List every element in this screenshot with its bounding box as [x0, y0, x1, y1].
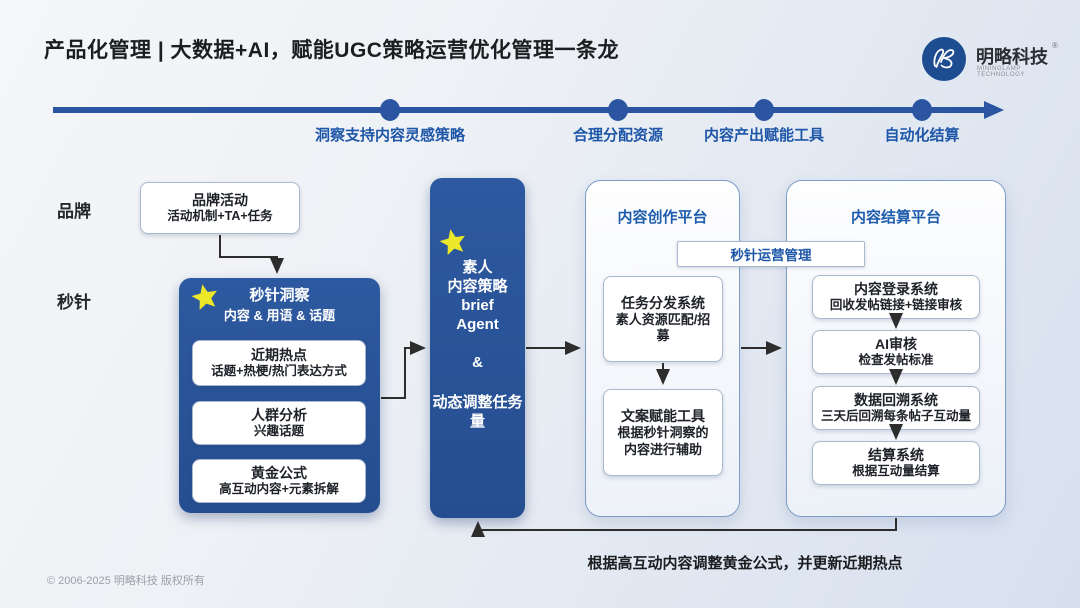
settlement-platform-title: 内容结算平台 — [850, 209, 941, 226]
insight-item-hotspots: 近期热点 话题+热梗/热门表达方式 — [192, 340, 366, 386]
content-registration-box: 内容登录系统 回收发帖链接+链接审核 — [812, 275, 980, 319]
agent-box — [430, 178, 525, 518]
insight-item-subtitle: 高互动内容+元素拆解 — [219, 482, 339, 497]
star-icon — [439, 229, 465, 256]
insight-item-subtitle: 兴趣话题 — [253, 424, 304, 439]
data-traceback-box: 数据回溯系统 三天后回溯每条帖子互动量 — [812, 386, 980, 430]
creation-platform-title: 内容创作平台 — [617, 209, 708, 226]
content-registration-subtitle: 回收发帖链接+链接审核 — [829, 298, 963, 313]
minglue-logo: 明略科技 ® MININGLAMP TECHNOLOGY — [920, 35, 1070, 83]
page-title: 产品化管理 | 大数据+AI，赋能UGC策略运营优化管理一条龙 — [44, 39, 619, 62]
insight-item-audience: 人群分析 兴趣话题 — [192, 401, 366, 445]
copyright-text: © 2006-2025 明略科技 版权所有 — [47, 575, 205, 587]
logo-tagline: MININGLAMP TECHNOLOGY — [977, 66, 1026, 78]
agent-line: brief — [461, 297, 494, 314]
agent-line: 动态调整任务量 — [432, 394, 523, 430]
star-icon — [191, 284, 217, 311]
copywriting-tool-subtitle: 根据秒针洞察的内容进行辅助 — [617, 425, 709, 457]
agent-line: 内容策略 — [447, 278, 508, 295]
content-registration-title: 内容登录系统 — [854, 281, 938, 298]
brand-activity-title: 品牌活动 — [192, 192, 248, 209]
row-label-miaozhen: 秒针 — [57, 293, 91, 312]
timeline-axis — [53, 99, 1004, 121]
task-dispatch-title: 任务分发系统 — [621, 294, 705, 311]
agent-amp: & — [472, 354, 483, 371]
logo-company-name: 明略科技 — [976, 47, 1048, 67]
milestone-label-1: 洞察支持内容灵感策略 — [314, 127, 466, 144]
copywriting-tool-title: 文案赋能工具 — [621, 408, 705, 425]
insight-item-title: 人群分析 — [251, 407, 307, 424]
milestone-label-4: 自动化结算 — [884, 127, 960, 144]
logo-registered-mark: ® — [1052, 41, 1058, 50]
insight-item-golden-formula: 黄金公式 高互动内容+元素拆解 — [192, 459, 366, 503]
insight-subtitle: 内容 & 用语 & 话题 — [223, 308, 336, 323]
brand-activity-subtitle: 活动机制+TA+任务 — [167, 209, 273, 224]
row-label-brand: 品牌 — [57, 202, 91, 221]
feedback-label: 根据高互动内容调整黄金公式，并更新近期热点 — [587, 555, 903, 572]
agent-line: Agent — [456, 316, 499, 333]
task-dispatch-box: 任务分发系统 素人资源匹配/招募 — [603, 276, 723, 362]
data-traceback-title: 数据回溯系统 — [854, 392, 938, 409]
settlement-system-title: 结算系统 — [868, 447, 924, 464]
insight-item-subtitle: 话题+热梗/热门表达方式 — [211, 364, 347, 379]
milestone-label-3: 内容产出赋能工具 — [703, 127, 825, 144]
agent-text: 素人 内容策略 brief Agent & 动态调整任务量 — [430, 258, 525, 431]
insight-item-title: 近期热点 — [251, 347, 307, 364]
insight-title: 秒针洞察 — [249, 287, 310, 304]
ops-management-bar: 秒针运营管理 — [677, 241, 865, 267]
brand-activity-box: 品牌活动 活动机制+TA+任务 — [140, 182, 300, 234]
data-traceback-subtitle: 三天后回溯每条帖子互动量 — [820, 409, 971, 424]
ai-review-subtitle: 检查发帖标准 — [858, 353, 934, 368]
copywriting-tool-box: 文案赋能工具 根据秒针洞察的内容进行辅助 — [603, 389, 723, 476]
task-dispatch-subtitle: 素人资源匹配/招募 — [615, 311, 711, 344]
agent-line: 素人 — [462, 259, 493, 276]
milestone-label-2: 合理分配资源 — [572, 127, 664, 144]
settlement-system-box: 结算系统 根据互动量结算 — [812, 441, 980, 485]
settlement-system-subtitle: 根据互动量结算 — [852, 464, 940, 479]
insight-item-title: 黄金公式 — [251, 465, 307, 482]
ai-review-box: AI审核 检查发帖标准 — [812, 330, 980, 374]
ai-review-title: AI审核 — [875, 336, 917, 353]
minglue-logo-icon — [922, 37, 966, 81]
